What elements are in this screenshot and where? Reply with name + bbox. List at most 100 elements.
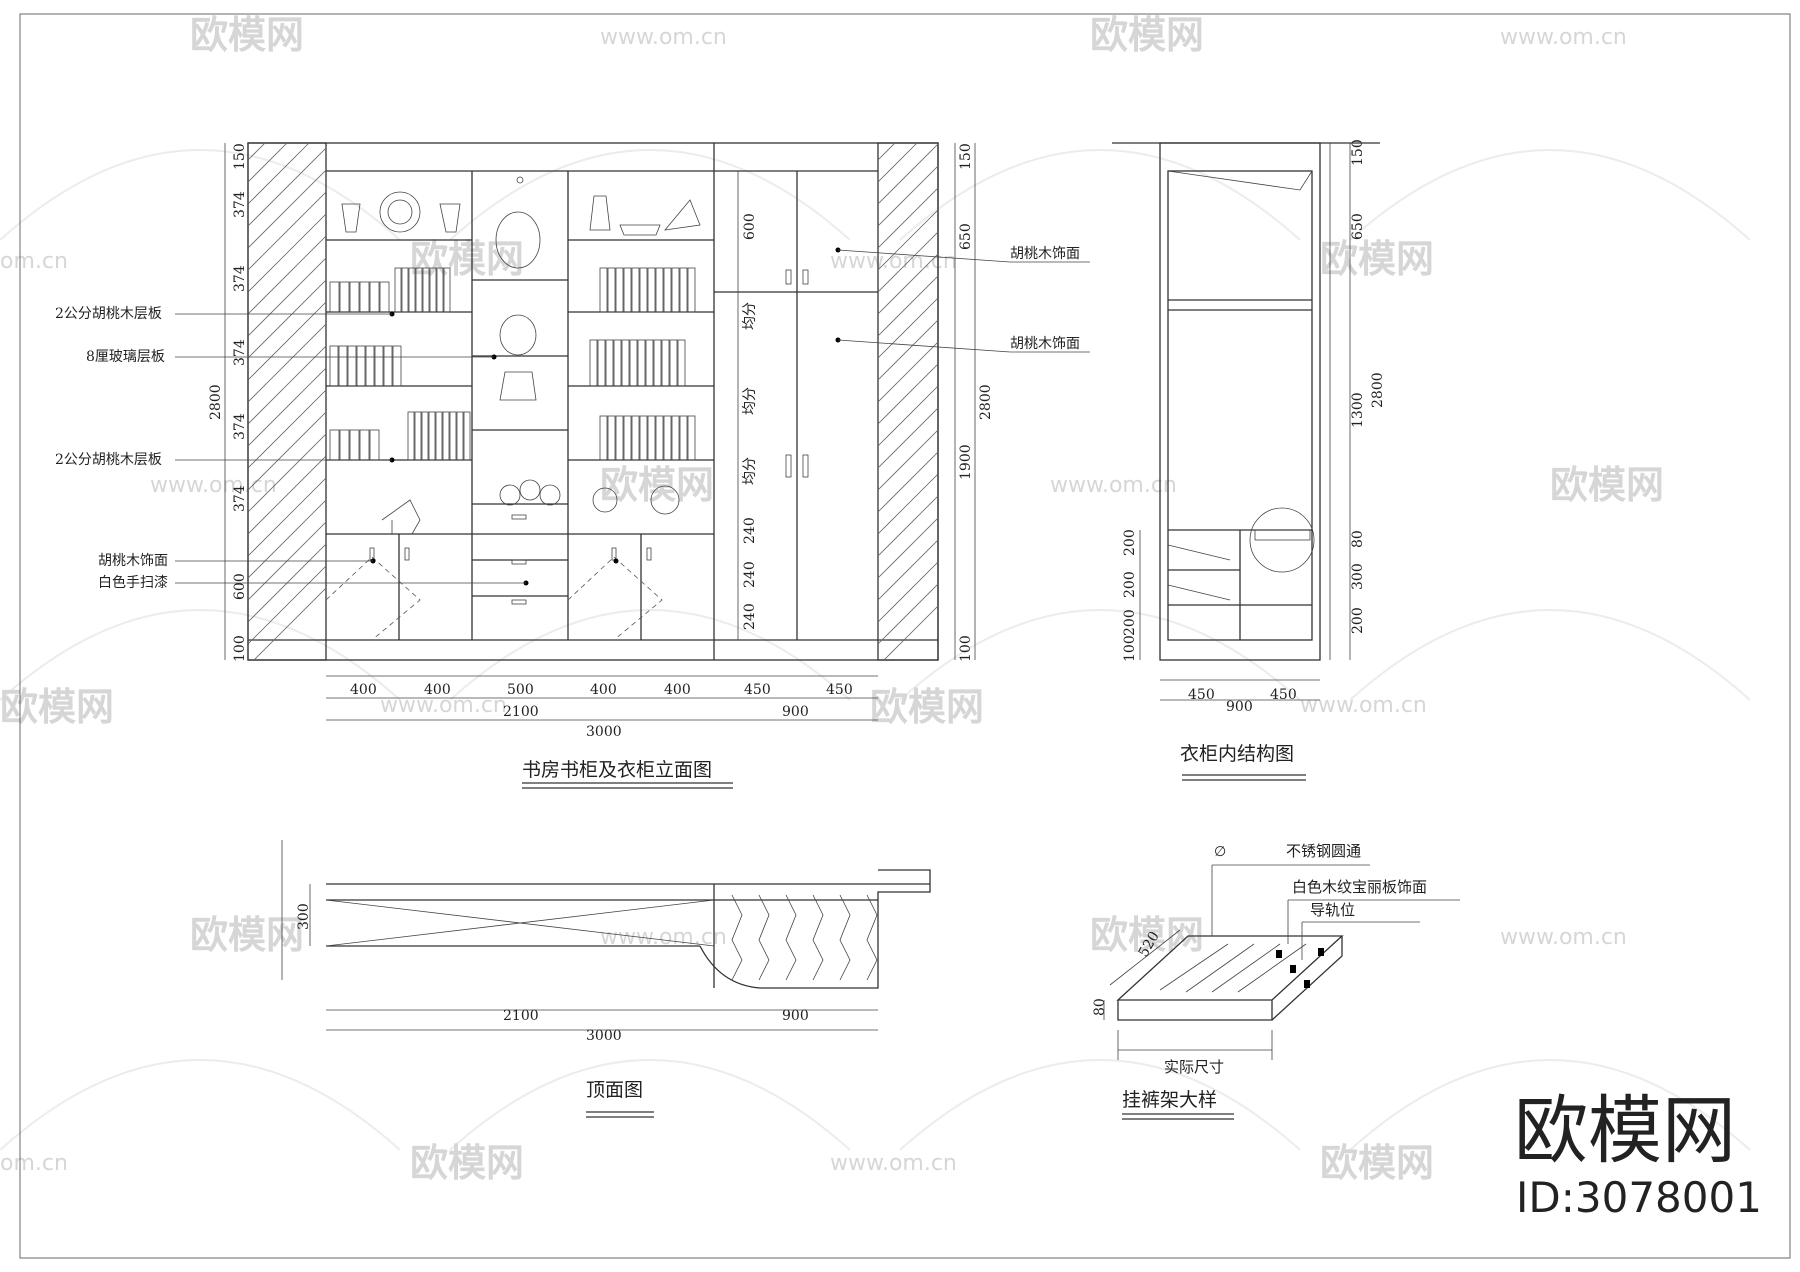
hatch-line	[878, 297, 938, 359]
book	[369, 429, 380, 461]
plan-dims: 300 2100 900 3000 顶面图	[296, 903, 809, 1101]
dim-text: 500	[507, 682, 534, 698]
detail-title: 挂裤架大样	[1122, 1089, 1217, 1111]
material-label: 2公分胡桃木层板	[55, 306, 162, 322]
watermark-url: www.om.cn	[1300, 693, 1427, 718]
book	[629, 339, 638, 387]
hatch-line	[878, 253, 938, 315]
book	[422, 267, 430, 313]
hatch-line	[248, 345, 326, 425]
material-label: 胡桃木饰面	[1010, 336, 1080, 352]
book	[615, 267, 624, 313]
book	[589, 339, 598, 387]
dim-text: 200	[1350, 607, 1366, 634]
hatch-line	[248, 411, 326, 491]
dim-text: 374	[232, 485, 248, 512]
hatch-line	[248, 323, 326, 403]
dim-total: 3000	[586, 724, 622, 740]
book	[435, 411, 443, 461]
book	[645, 339, 654, 387]
book	[647, 267, 656, 313]
elevation-labels: 2公分胡桃木层板 8厘玻璃层板 2公分胡桃木层板 胡桃木饰面 白色手扫漆 胡桃木…	[55, 246, 1080, 781]
hanger	[866, 894, 878, 981]
book	[607, 267, 616, 313]
detail-drawing	[1103, 864, 1460, 1120]
dim-text: 900	[782, 1008, 809, 1024]
dim-text: 400	[424, 682, 451, 698]
hatch-line	[248, 143, 266, 161]
dim-text: 240	[742, 603, 758, 630]
dim-text: 100	[232, 635, 248, 662]
hatch-line	[878, 385, 938, 447]
hatch-line	[878, 473, 938, 535]
dim-text: 200	[1122, 529, 1138, 556]
book	[329, 281, 340, 313]
book	[374, 345, 384, 387]
hatch-line	[878, 407, 938, 469]
hatch-line	[878, 143, 938, 205]
hatch-line	[248, 477, 326, 557]
brand-logo: 欧模网	[1514, 1088, 1736, 1174]
watermark-logo: 欧模网	[600, 463, 714, 507]
watermark-url: www.om.cn	[600, 25, 727, 50]
dim-text: 450	[744, 682, 771, 698]
book	[359, 281, 370, 313]
book	[436, 267, 444, 313]
hatch-line	[248, 301, 326, 381]
book	[637, 339, 646, 387]
book	[663, 415, 672, 461]
book	[339, 281, 350, 313]
dim-text: 240	[742, 561, 758, 588]
dim-text: 600	[742, 213, 758, 240]
brand-id: ID:3078001	[1516, 1173, 1762, 1222]
dim-text: 400	[590, 682, 617, 698]
dim-text: 80	[1092, 998, 1108, 1016]
book	[623, 267, 632, 313]
material-label: 白色手扫漆	[98, 574, 168, 591]
book	[414, 411, 422, 461]
elevation-title: 书房书柜及衣柜立面图	[522, 759, 712, 781]
book	[599, 415, 608, 461]
book	[653, 339, 662, 387]
hatch-line	[883, 605, 938, 660]
book	[679, 267, 688, 313]
wardrobe-dims: 150 650 1300 80 300 200 2800 200 200 200…	[1122, 139, 1386, 765]
dim-text: 400	[350, 682, 377, 698]
book	[463, 411, 471, 461]
brand-block: 欧模网 ID:3078001	[1514, 1088, 1762, 1222]
detail-label: 白色木纹宝丽板饰面	[1292, 878, 1427, 896]
plan-title: 顶面图	[586, 1079, 643, 1101]
wardrobe-title: 衣柜内结构图	[1180, 743, 1294, 765]
elevation-drawing	[175, 142, 1090, 789]
book	[607, 415, 616, 461]
watermark-url: www.om.cn	[150, 473, 277, 498]
elevation-dim-bottom: 400 400 500 400 400 450 450 2100 900 300…	[350, 682, 853, 740]
hatch-line	[878, 495, 938, 557]
book	[401, 267, 409, 313]
watermark-texts: 欧模网 www.om.cn 欧模网 www.om.cn om.cn 欧模网 ww…	[0, 13, 1664, 1185]
dim-text: 374	[232, 191, 248, 218]
book	[671, 267, 680, 313]
detail-label: 导轨位	[1310, 901, 1355, 919]
book	[687, 267, 696, 313]
hatch-line	[248, 143, 310, 205]
dim-text: 450	[826, 682, 853, 698]
book	[379, 281, 390, 313]
dim-text: 1300	[1350, 392, 1366, 428]
book	[365, 345, 375, 387]
book	[679, 415, 688, 461]
hatch-line	[878, 429, 938, 491]
dim-text: 400	[664, 682, 691, 698]
watermark-logo: 欧模网	[1550, 463, 1664, 507]
book	[631, 415, 640, 461]
watermark-url-short: om.cn	[0, 1151, 68, 1176]
dim-text: 374	[232, 265, 248, 292]
book	[599, 267, 608, 313]
dim-text: 150	[958, 143, 974, 170]
book	[456, 411, 464, 461]
hatch-line	[248, 213, 326, 293]
material-label: 2公分胡桃木层板	[55, 452, 162, 468]
watermark-url: www.om.cn	[1500, 925, 1627, 950]
hatch-line	[878, 341, 938, 403]
